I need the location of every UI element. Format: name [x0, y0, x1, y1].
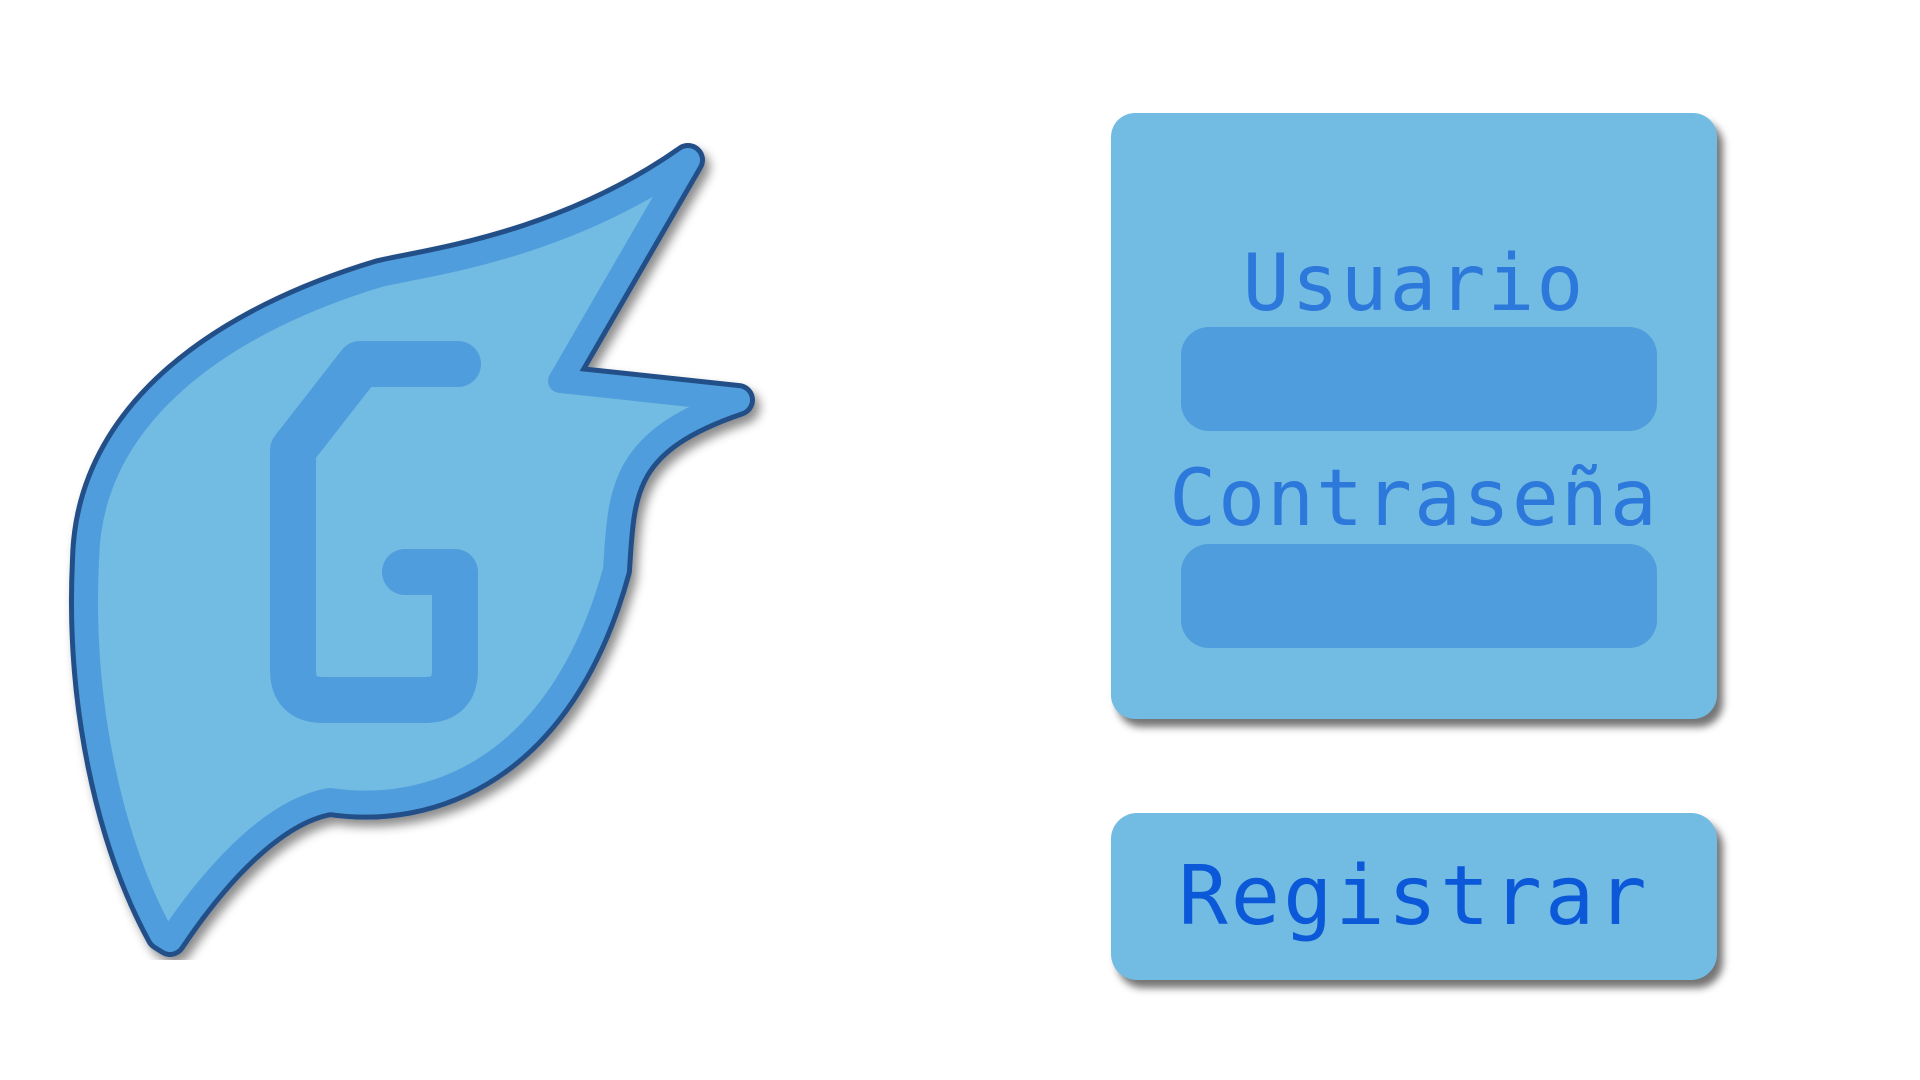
login-card: Usuario Contraseña	[1111, 113, 1717, 719]
username-input[interactable]	[1181, 327, 1657, 431]
username-label: Usuario	[1242, 239, 1586, 329]
password-label: Contraseña	[1169, 454, 1659, 544]
flame-g-logo-icon	[68, 143, 755, 957]
password-input[interactable]	[1181, 544, 1657, 648]
g-letter-icon	[270, 341, 481, 723]
register-button[interactable]: Registrar	[1111, 813, 1717, 980]
